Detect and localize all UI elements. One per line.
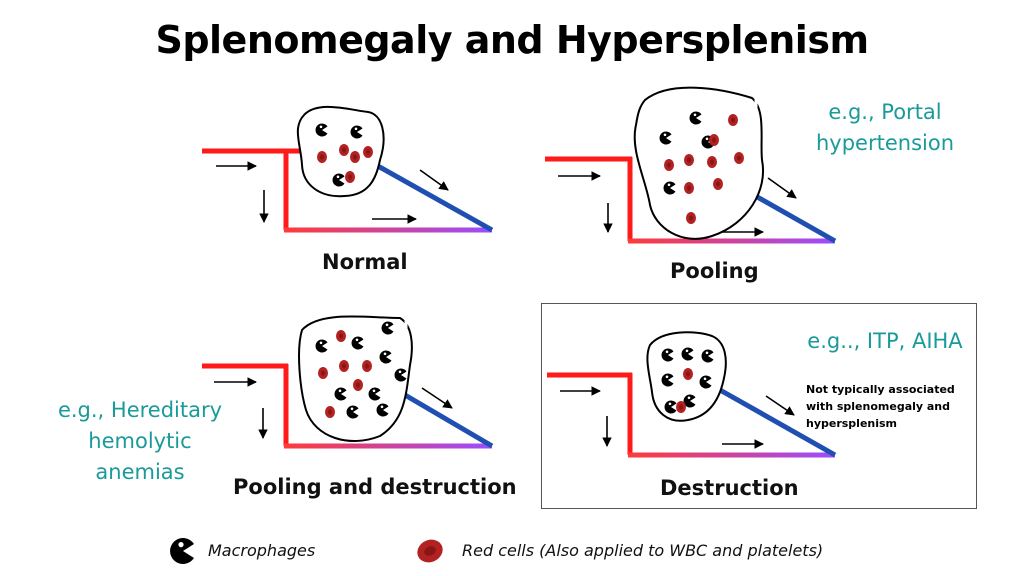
example-pd-line2: hemolytic: [88, 429, 192, 453]
label-pooling: Pooling: [670, 259, 759, 283]
panel-pooling-destruction: [202, 315, 494, 449]
note-line1: Not typically associated: [806, 383, 955, 396]
red-cell-icon: [417, 539, 443, 563]
note-line3: hypersplenism: [806, 417, 898, 430]
panel-destruction: [547, 331, 837, 458]
example-pooling-destruction: e.g., Hereditary hemolytic anemias: [40, 395, 240, 488]
legend-red-cells-label: Red cells (Also applied to WBC and plate…: [462, 541, 824, 560]
panel-normal: [202, 105, 494, 233]
destruction-note: Not typically associated with splenomega…: [806, 381, 955, 432]
label-destruction: Destruction: [660, 476, 799, 500]
note-line2: with splenomegaly and: [806, 400, 951, 413]
legend-macrophages-label: Macrophages: [208, 541, 316, 560]
example-pd-line3: anemias: [95, 460, 185, 484]
label-normal: Normal: [322, 250, 408, 274]
panel-pooling: [545, 86, 837, 244]
example-pd-line1: e.g., Hereditary: [57, 398, 223, 422]
macrophage-icon: [170, 538, 194, 564]
example-destruction: e.g.., ITP, AIHA: [807, 329, 963, 353]
example-pooling: e.g., Portal hypertension: [800, 97, 970, 159]
example-pooling-line2: hypertension: [815, 131, 955, 155]
example-pooling-line1: e.g., Portal: [828, 100, 942, 124]
page-title: Splenomegaly and Hypersplenism: [155, 18, 869, 62]
destruction-frame: [541, 303, 977, 509]
label-pooling-destruction: Pooling and destruction: [233, 475, 517, 499]
